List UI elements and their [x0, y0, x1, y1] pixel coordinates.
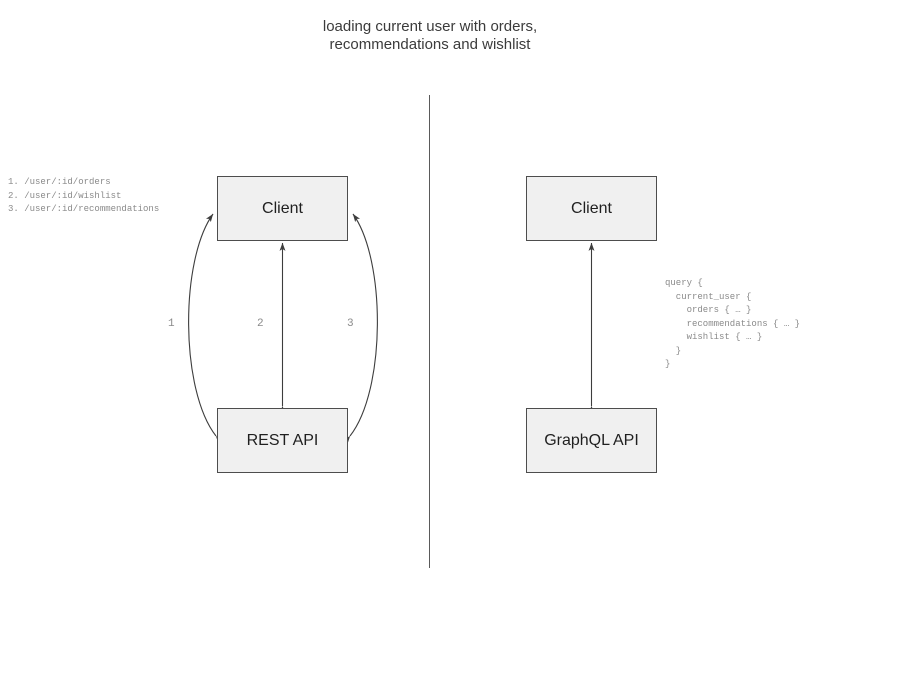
rest-edge-3-arrow — [342, 213, 378, 445]
query-line-3: orders { … } — [665, 305, 752, 315]
rest-endpoint-list: 1. /user/:id/orders 2. /user/:id/wishlis… — [8, 176, 159, 217]
node-rest-api[interactable]: REST API — [217, 408, 348, 473]
node-client-rest[interactable]: Client — [217, 176, 348, 241]
query-line-2: current_user { — [665, 291, 752, 302]
diagram-title: loading current user with orders, recomm… — [130, 18, 730, 54]
query-line-6: } — [665, 345, 682, 356]
graphql-query-code: query { current_user { orders { … } reco… — [665, 277, 800, 372]
node-client-graphql-label: Client — [571, 199, 612, 217]
panel-divider — [429, 95, 430, 568]
endpoint-item-2: 2. /user/:id/wishlist — [8, 190, 122, 201]
query-line-5: wishlist { … } — [665, 332, 763, 342]
query-line-7: } — [665, 359, 671, 369]
query-line-4: recommendations { … } — [665, 318, 801, 329]
node-client-graphql[interactable]: Client — [526, 176, 657, 241]
rest-edge-1-arrow — [188, 213, 224, 445]
endpoint-item-3: 3. /user/:id/recommendations — [8, 204, 160, 214]
query-line-1: query { — [665, 278, 703, 288]
rest-edge-label-1: 1 — [168, 318, 175, 330]
title-line-2: recommendations and wishlist — [329, 36, 531, 53]
node-graphql-api-label: GraphQL API — [544, 431, 639, 449]
node-rest-api-label: REST API — [246, 431, 319, 449]
endpoint-item-1: 1. /user/:id/orders — [8, 177, 111, 187]
node-client-rest-label: Client — [262, 199, 303, 217]
rest-edge-label-2: 2 — [257, 318, 264, 330]
rest-edge-label-3: 3 — [347, 318, 354, 330]
node-graphql-api[interactable]: GraphQL API — [526, 408, 657, 473]
title-line-1: loading current user with orders, — [322, 18, 538, 35]
